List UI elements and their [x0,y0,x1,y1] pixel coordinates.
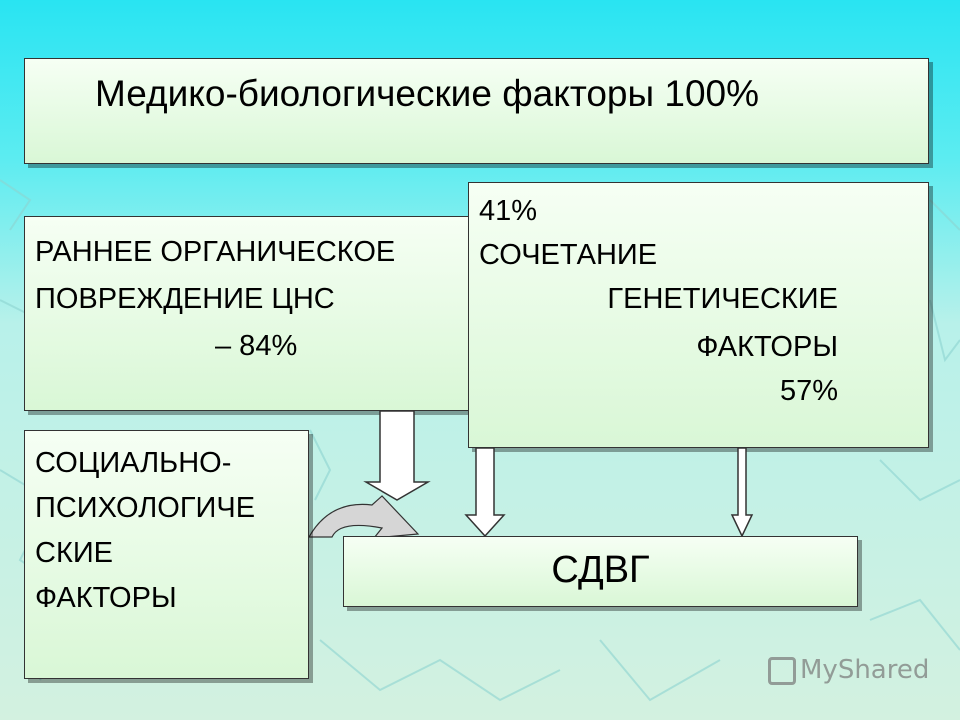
social-to-adhd-curved-arrow [307,495,420,539]
organic-line-1: РАННЕЕ ОРГАНИЧЕСКОЕ [35,236,396,268]
adhd-box: СДВГ [343,536,858,607]
medical-biological-factors-label: Медико-биологические факторы 100% [95,73,760,114]
combination-percent: 41% [479,195,538,227]
social-line-3: СКИЕ [35,537,114,569]
social-line-1: СОЦИАЛЬНО- [35,447,232,479]
early-organic-cns-damage-box: РАННЕЕ ОРГАНИЧЕСКОЕ ПОВРЕЖДЕНИЕ ЦНС – 84… [24,216,470,411]
social-line-4: ФАКТОРЫ [35,582,177,614]
social-psychological-factors-box: СОЦИАЛЬНО- ПСИХОЛОГИЧЕ СКИЕ ФАКТОРЫ [24,430,309,679]
organic-percent: – 84% [215,330,298,362]
genetic-factors-box: 41% СОЧЕТАНИЕ ГЕНЕТИЧЕСКИЕ ФАКТОРЫ 57% [468,182,929,448]
genetic-combo-to-adhd-arrow [464,447,506,538]
genetic-line-2: ФАКТОРЫ [696,331,838,363]
genetic-to-adhd-arrow [730,447,754,538]
organic-to-adhd-arrow [363,410,431,501]
watermark-text: MyShared [800,655,930,685]
medical-biological-factors-box: Медико-биологические факторы 100% [24,58,929,164]
genetic-percent: 57% [779,375,838,407]
social-line-2: ПСИХОЛОГИЧЕ [35,492,256,524]
genetic-line-1: ГЕНЕТИЧЕСКИЕ [607,283,838,315]
adhd-label: СДВГ [551,549,650,591]
combination-label: СОЧЕТАНИЕ [479,239,658,271]
presentation-icon [768,656,796,685]
watermark: MyShared [768,655,929,685]
organic-line-2: ПОВРЕЖДЕНИЕ ЦНС [35,283,335,315]
